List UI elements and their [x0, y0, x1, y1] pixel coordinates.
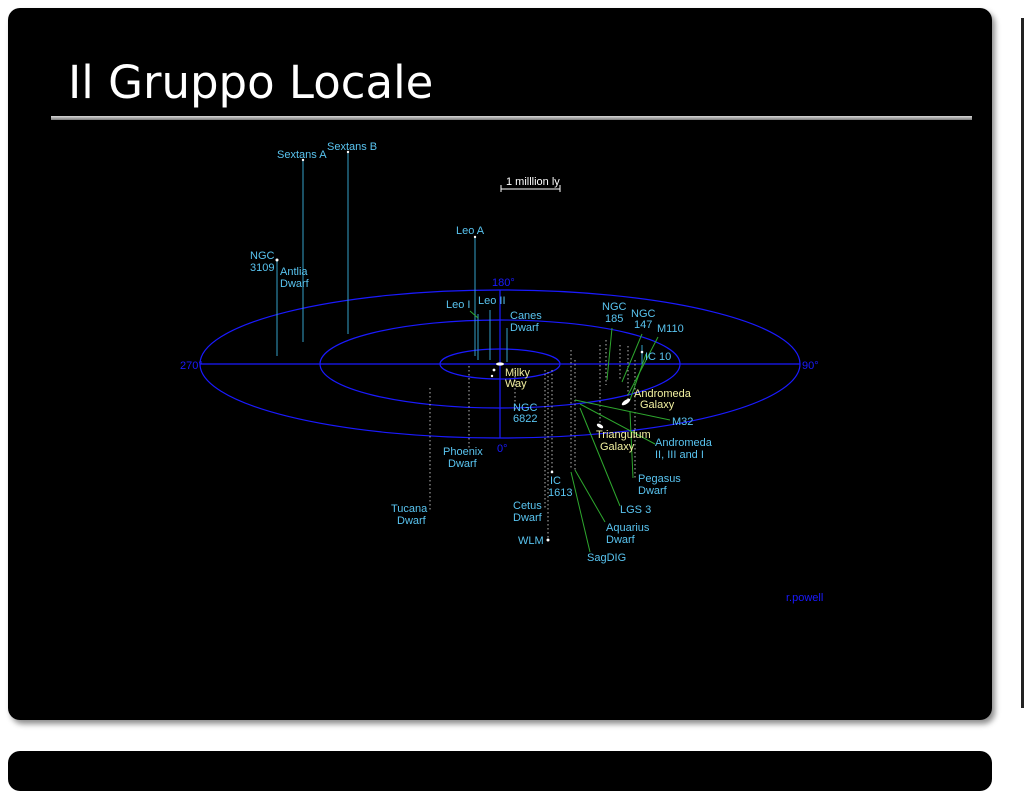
- marker-sextans-b: [346, 150, 350, 154]
- leader-lines: [469, 310, 671, 553]
- label-wlm: WLM: [518, 535, 544, 547]
- label-ic-1613: IC 1613: [548, 475, 572, 499]
- label-aquarius-dwarf: Aquarius Dwarf: [606, 522, 652, 546]
- leader-pegasus: [629, 411, 634, 479]
- leader-ngc147: [621, 333, 643, 383]
- adjacent-panel-edge: [1021, 18, 1024, 708]
- scale-bar: 1 milllion ly: [500, 176, 561, 192]
- marker-milky-way: [496, 362, 504, 366]
- label-leo-a: Leo A: [456, 225, 485, 237]
- label-sextans-a: Sextans A: [277, 149, 327, 161]
- local-group-diagram: 180° 270° 90° 0° 1 milllion ly: [180, 141, 823, 604]
- title-underline: [51, 116, 972, 120]
- angle-label-bottom: 0°: [497, 443, 508, 455]
- label-phoenix-dwarf: Phoenix Dwarf: [443, 446, 486, 470]
- label-canes-dwarf: Canes Dwarf: [510, 310, 545, 334]
- label-triangulum-galaxy: Triangulum Galaxy: [596, 429, 654, 453]
- angle-label-top: 180°: [492, 277, 515, 289]
- marker-wlm: [546, 538, 550, 542]
- marker-mw-satellite-1: [492, 368, 496, 372]
- leader-m32: [574, 399, 671, 421]
- angle-label-left: 270°: [180, 360, 203, 372]
- marker-leo-a: [473, 235, 477, 239]
- leader-aquarius: [574, 469, 606, 523]
- label-sextans-b: Sextans B: [327, 141, 377, 153]
- marker-ic-10: [640, 350, 644, 354]
- leader-ic10: [629, 353, 647, 401]
- leader-ngc185: [606, 327, 613, 381]
- leader-sagdig: [570, 471, 591, 553]
- angle-labels: 180° 270° 90° 0°: [180, 277, 819, 455]
- marker-ngc-3109: [275, 258, 279, 262]
- label-ngc-6822: NGC 6822: [513, 402, 541, 425]
- label-sagdig: SagDIG: [587, 552, 626, 564]
- leader-m110: [627, 336, 659, 396]
- label-m32: M32: [672, 416, 693, 428]
- marker-andromeda: [621, 398, 631, 406]
- drop-lines-below: [429, 340, 636, 540]
- label-antlia-dwarf: Antlia Dwarf: [280, 266, 311, 290]
- slide-title: Il Gruppo Locale: [68, 56, 434, 109]
- label-ngc-185: NGC 185: [602, 301, 630, 325]
- galaxy-labels: Sextans A Sextans B NGC 3109 Antlia Dwar…: [250, 141, 715, 564]
- label-m110: M110: [657, 323, 684, 335]
- label-tucana-dwarf: Tucana Dwarf: [391, 503, 430, 527]
- angle-label-right: 90°: [802, 360, 819, 372]
- label-pegasus-dwarf: Pegasus Dwarf: [638, 473, 684, 497]
- drop-lines-above: [276, 152, 643, 364]
- leader-leo-i: [469, 310, 479, 319]
- marker-triangulum: [596, 423, 604, 429]
- label-ngc-3109: NGC 3109: [250, 250, 278, 274]
- leader-andromeda-ii: [579, 403, 656, 445]
- label-milky-way: Milky Way: [505, 367, 533, 390]
- marker-sextans-a: [301, 158, 305, 162]
- label-lgs-3: LGS 3: [620, 504, 651, 516]
- marker-ic-1613: [550, 470, 554, 474]
- leader-lgs3: [579, 407, 621, 507]
- marker-mw-satellite-2: [490, 374, 494, 378]
- credit-label: r.powell: [786, 592, 823, 604]
- label-ngc-147: NGC 147: [631, 308, 659, 331]
- label-andromeda-galaxy: Andromeda Galaxy: [634, 388, 694, 411]
- label-andromeda-ii-iii-i: Andromeda II, III and I: [655, 437, 715, 461]
- label-cetus-dwarf: Cetus Dwarf: [513, 500, 545, 524]
- label-leo-ii: Leo II: [478, 295, 506, 307]
- scale-bar-label: 1 milllion ly: [506, 176, 560, 188]
- label-ic-10: IC 10: [645, 351, 671, 363]
- galaxy-markers: [275, 150, 644, 542]
- label-leo-i: Leo I: [446, 299, 470, 311]
